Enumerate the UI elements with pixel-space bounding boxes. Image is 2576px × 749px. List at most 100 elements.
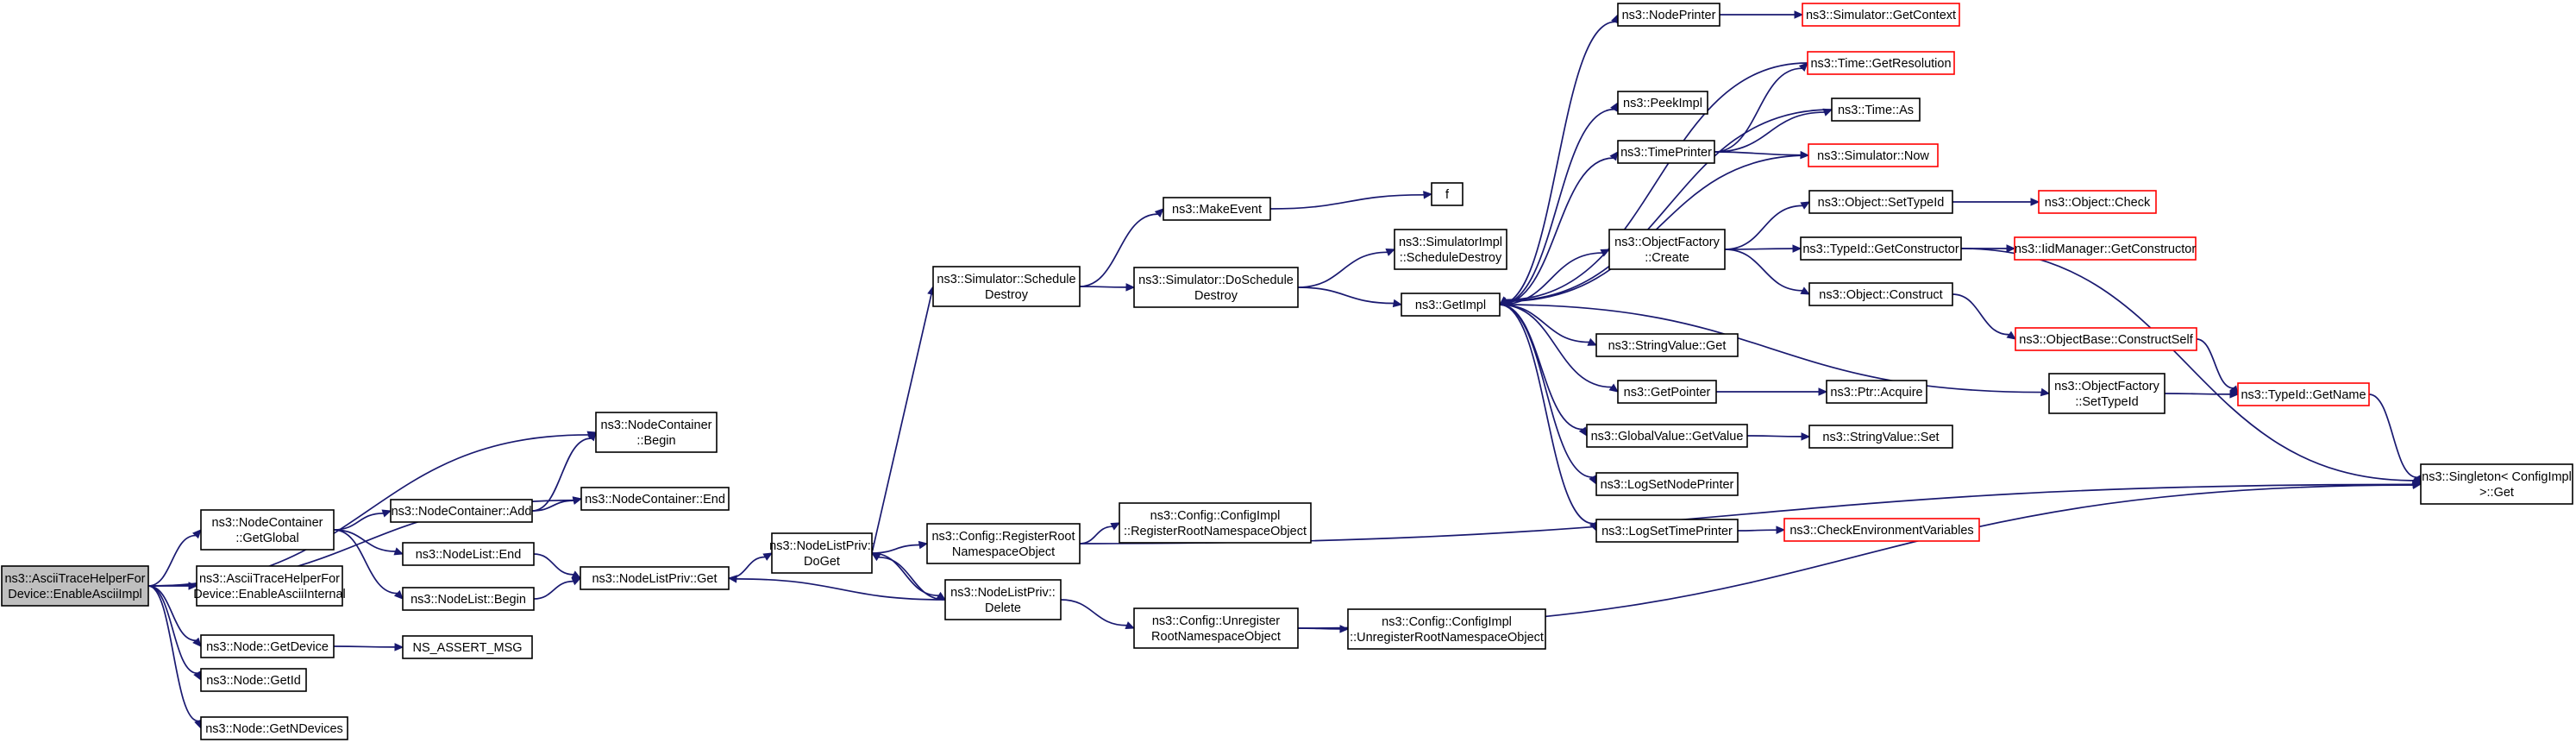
call-edge (1960, 248, 2422, 485)
node-ptr-acquire[interactable]: ns3::Ptr::Acquire (1826, 380, 1927, 404)
node-nc-add[interactable]: ns3::NodeContainer::Add (390, 499, 533, 523)
node-obj-settypeid[interactable]: ns3::Object::SetTypeId (1808, 190, 1953, 214)
call-edge-line (1506, 109, 1833, 302)
node-typeid-getctor[interactable]: ns3::TypeId::GetConstructor (1800, 236, 1962, 261)
node-box (1831, 98, 1921, 122)
node-label: DoGet (804, 555, 840, 569)
node-time-as[interactable]: ns3::Time::As (1831, 98, 1921, 122)
call-edge-arrowhead (192, 637, 202, 647)
node-box (1808, 190, 1953, 214)
call-edge (1499, 304, 2051, 397)
node-box (1617, 91, 1708, 115)
call-edge-line (1714, 151, 1802, 156)
node-iidmgr-getctor[interactable]: ns3::IidManager::GetConstructor (2014, 236, 2197, 261)
node-obj-check[interactable]: ns3::Object::Check (2038, 190, 2157, 214)
node-peekimpl[interactable]: ns3::PeekImpl (1617, 91, 1708, 115)
node-f[interactable]: f (1431, 182, 1463, 206)
node-label: >::Get (2479, 486, 2514, 500)
node-nlp-doget[interactable]: ns3::NodeListPriv::DoGet (769, 532, 874, 574)
call-edge-arrowhead (1125, 621, 1136, 630)
node-box (771, 532, 873, 574)
call-edge-arrowhead (1587, 337, 1598, 346)
call-edge-line (1506, 62, 1808, 301)
node-label: ns3::ObjectFactory (1614, 236, 1720, 249)
node-time-getres[interactable]: ns3::Time::GetResolution (1807, 51, 1955, 75)
node-nc-global[interactable]: ns3::NodeContainer::GetGlobal (200, 509, 335, 551)
node-getpointer[interactable]: ns3::GetPointer (1617, 380, 1717, 404)
node-node-getid[interactable]: ns3::Node::GetId (200, 668, 307, 692)
node-enable-internal[interactable]: ns3::AsciiTraceHelperForDevice::EnableAs… (193, 565, 346, 607)
node-nodeprinter[interactable]: ns3::NodePrinter (1617, 3, 1720, 27)
node-nl-end[interactable]: ns3::NodeList::End (402, 542, 535, 566)
call-edge-line (1499, 304, 2042, 393)
call-edge (1079, 208, 1164, 287)
call-edge (1952, 293, 2017, 340)
node-sv-get[interactable]: ns3::StringValue::Get (1595, 333, 1739, 357)
node-label: RootNamespaceObject (1151, 630, 1281, 644)
node-label: ns3::NodeList::End (416, 548, 522, 562)
node-check-env[interactable]: ns3::CheckEnvironmentVariables (1783, 518, 1980, 542)
call-edge-line (1960, 248, 2414, 482)
node-objbase-cs[interactable]: ns3::ObjectBase::ConstructSelf (2015, 327, 2197, 351)
node-nl-begin[interactable]: ns3::NodeList::Begin (402, 587, 535, 611)
node-box (1431, 182, 1463, 206)
call-edge (1079, 522, 1121, 544)
node-sim-now[interactable]: ns3::Simulator::Now (1808, 143, 1939, 167)
node-cfg-unregister[interactable]: ns3::Config::UnregisterRootNamespaceObje… (1133, 607, 1299, 649)
node-box (1608, 229, 1726, 270)
call-edge (1499, 304, 1597, 486)
call-edge (333, 529, 404, 556)
node-box (402, 635, 533, 659)
node-of-settypeid[interactable]: ns3::ObjectFactory::SetTypeId (2048, 373, 2165, 414)
call-edge (1499, 304, 1619, 393)
node-simimpl-sched[interactable]: ns3::SimulatorImpl::ScheduleDestroy (1394, 229, 1507, 270)
node-label: ::Create (1645, 251, 1689, 265)
node-node-getndevices[interactable]: ns3::Node::GetNDevices (200, 716, 348, 740)
node-box (402, 542, 535, 566)
node-nlp-get[interactable]: ns3::NodeListPriv::Get (580, 566, 730, 590)
call-edge-line (147, 534, 196, 587)
node-sv-set[interactable]: ns3::StringValue::Set (1808, 425, 1953, 449)
node-box (1133, 607, 1299, 649)
node-of-create[interactable]: ns3::ObjectFactory::Create (1608, 229, 1726, 270)
node-cfgimpl-unregister[interactable]: ns3::Config::ConfigImpl::UnregisterRootN… (1347, 608, 1546, 650)
call-edge (531, 496, 583, 512)
node-gv-getvalue[interactable]: ns3::GlobalValue::GetValue (1586, 424, 1748, 448)
node-log-node[interactable]: ns3::LogSetNodePrinter (1595, 472, 1739, 496)
node-getimpl[interactable]: ns3::GetImpl (1401, 293, 1501, 317)
call-edge-line (1060, 599, 1127, 626)
node-label: ns3::PeekImpl (1623, 97, 1702, 110)
node-ns-assert[interactable]: NS_ASSERT_MSG (402, 635, 533, 659)
call-edge (1746, 432, 1811, 441)
call-edge-arrowhead (1578, 426, 1588, 437)
node-box (1595, 333, 1739, 357)
call-edge-arrowhead (1385, 249, 1396, 256)
node-node-getdevice[interactable]: ns3::Node::GetDevice (200, 634, 335, 658)
node-nc-begin[interactable]: ns3::NodeContainer::Begin (595, 412, 718, 453)
node-singleton-get[interactable]: ns3::Singleton< ConfigImpl >::Get (2420, 463, 2573, 505)
node-nc-end[interactable]: ns3::NodeContainer::End (580, 487, 730, 511)
call-edge-arrowhead (1125, 283, 1136, 292)
node-cfgimpl-register[interactable]: ns3::Config::ConfigImpl::RegisterRootNam… (1119, 502, 1312, 544)
call-edge (1724, 244, 1802, 253)
node-label: ns3::Object::Construct (1819, 288, 1942, 302)
node-typeid-getname[interactable]: ns3::TypeId::GetName (2237, 382, 2370, 406)
node-log-time[interactable]: ns3::LogSetTimePrinter (1595, 519, 1739, 543)
node-nlp-delete[interactable]: ns3::NodeListPriv::Delete (944, 579, 1062, 620)
node-sim-getcontext[interactable]: ns3::Simulator::GetContext (1802, 3, 1960, 27)
node-make-event[interactable]: ns3::MakeEvent (1163, 197, 1271, 221)
node-cfg-register[interactable]: ns3::Config::RegisterRootNamespaceObject (926, 523, 1081, 564)
node-box (1163, 197, 1271, 221)
call-edge-arrowhead (1154, 208, 1164, 217)
node-obj-construct[interactable]: ns3::Object::Construct (1808, 282, 1953, 306)
node-timeprinter[interactable]: ns3::TimePrinter (1617, 140, 1715, 164)
call-edge (1499, 304, 1597, 532)
node-label: ns3::Simulator::Schedule (937, 273, 1075, 286)
node-sim-sched[interactable]: ns3::Simulator::ScheduleDestroy (932, 266, 1081, 307)
call-edge-arrowhead (1609, 151, 1619, 161)
call-edge-line (871, 293, 932, 554)
call-edge-line (1714, 67, 1802, 153)
node-box (1133, 267, 1299, 308)
node-box (200, 634, 335, 658)
